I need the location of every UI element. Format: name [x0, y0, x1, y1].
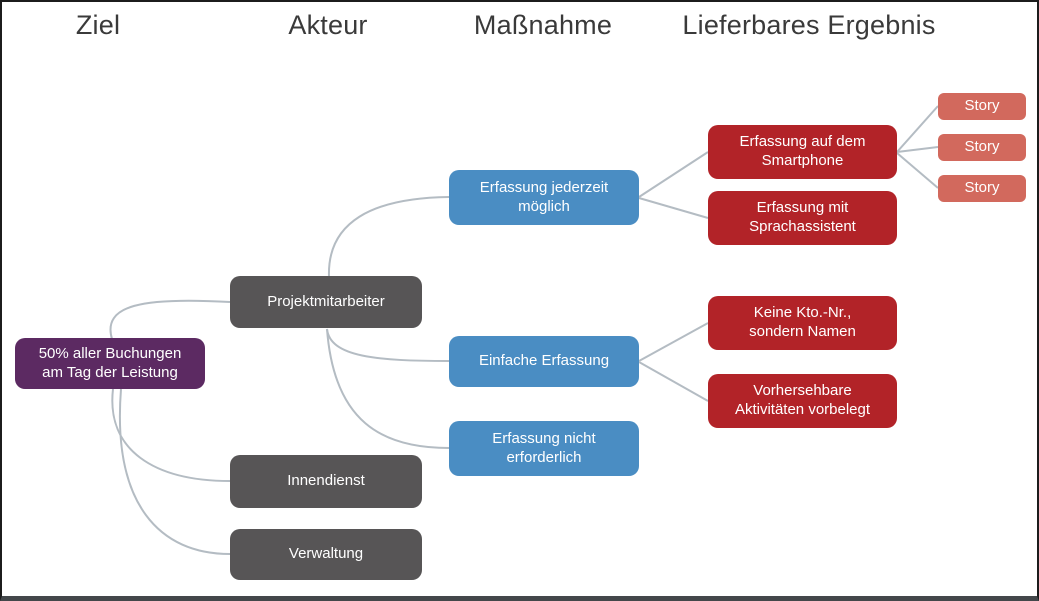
edge-projektmitarbeiter-einfache-erfassung [326, 328, 450, 362]
actor-node-projektmitarbeiter: Projektmitarbeiter [230, 276, 422, 328]
goal-node-50-prozent-buchungen: 50% aller Buchungen am Tag der Leistung [15, 338, 205, 389]
edge-smartphone-story-3 [896, 152, 939, 189]
measure-node-einfache-erfassung: Einfache Erfassung [449, 336, 639, 387]
edge-einfache-kto-nr [638, 322, 709, 362]
actor-node-verwaltung: Verwaltung [230, 529, 422, 580]
actor-node-innendienst: Innendienst [230, 455, 422, 508]
edge-einfache-vorhersehbare [638, 361, 709, 402]
deliverable-node-keine-kto-nr: Keine Kto.-Nr., sondern Namen [708, 296, 897, 350]
edge-projektmitarbeiter-erfassung-nicht [326, 328, 450, 449]
edge-smartphone-story-1 [896, 105, 939, 153]
column-header-ziel: Ziel [75, 10, 121, 40]
measure-node-erfassung-nicht-erforderlich: Erfassung nicht erforderlich [449, 421, 639, 476]
column-header-akteur: Akteur [288, 10, 368, 40]
edge-jederzeit-sprachassistent [638, 197, 709, 219]
edge-goal-verwaltung [118, 388, 231, 555]
column-header-lieferbares-ergebnis: Lieferbares Ergebnis [682, 10, 936, 40]
story-node-2: Story [938, 134, 1026, 161]
column-header-massnahme: Maßnahme [473, 10, 613, 40]
edge-jederzeit-smartphone [638, 151, 709, 198]
edge-projektmitarbeiter-erfassung-jederzeit [327, 196, 450, 278]
edge-goal-projektmitarbeiter [109, 299, 231, 340]
edge-goal-innendienst [111, 388, 231, 482]
deliverable-node-vorhersehbare-aktivitaeten: Vorhersehbare Aktivitäten vorbelegt [708, 374, 897, 428]
measure-node-erfassung-jederzeit-moeglich: Erfassung jederzeit möglich [449, 170, 639, 225]
deliverable-node-erfassung-sprachassistent: Erfassung mit Sprachassistent [708, 191, 897, 245]
edge-smartphone-story-2 [896, 146, 939, 153]
deliverable-node-erfassung-smartphone: Erfassung auf dem Smartphone [708, 125, 897, 179]
story-node-1: Story [938, 93, 1026, 120]
story-node-3: Story [938, 175, 1026, 202]
